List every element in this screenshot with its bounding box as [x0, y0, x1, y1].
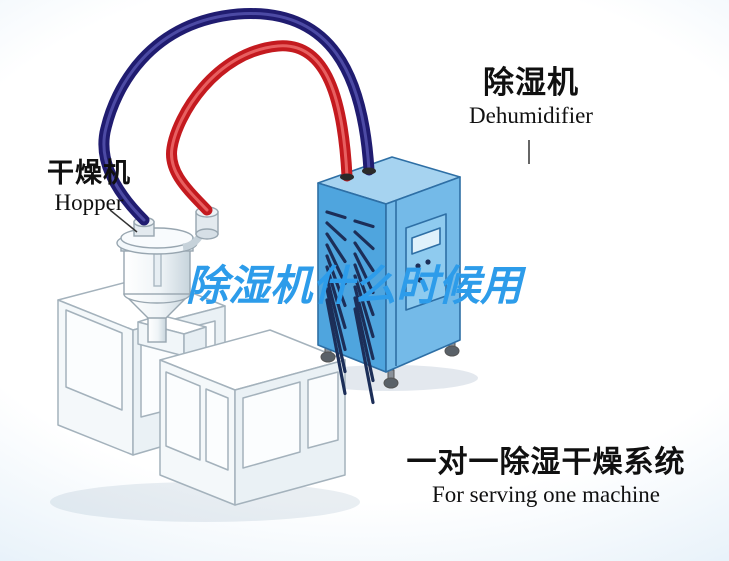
hopper-label-en: Hopper	[54, 190, 124, 216]
hopper-pointer-line	[109, 209, 138, 233]
extruder-machine	[57, 275, 346, 506]
control-display	[411, 227, 441, 255]
return-hose-highlight	[102, 12, 371, 222]
dehumidifier-label-en: Dehumidifier	[469, 102, 593, 128]
control-buttons	[415, 259, 431, 283]
dehumidifier-label: 除湿机 Dehumidifier	[436, 65, 626, 128]
dehumidifier-machine	[317, 156, 461, 405]
hopper-dryer	[116, 206, 219, 343]
watermark-text: 除湿机什么时候用	[186, 262, 527, 309]
hose-port	[362, 167, 376, 175]
system-caption-en: For serving one machine	[431, 481, 661, 507]
hopper-label: 干燥机 Hopper	[22, 158, 156, 216]
hopper-lid	[120, 227, 194, 249]
dehumidifier-label-cn: 除湿机	[483, 65, 579, 100]
hopper-sight-glass	[153, 251, 162, 287]
system-caption-cn: 一对一除湿干燥系统	[406, 446, 686, 479]
hose-port	[340, 173, 354, 181]
hopper-label-cn: 干燥机	[47, 158, 131, 188]
system-caption: 一对一除湿干燥系统 For serving one machine	[394, 446, 698, 507]
supply-hose-highlight	[170, 44, 349, 212]
